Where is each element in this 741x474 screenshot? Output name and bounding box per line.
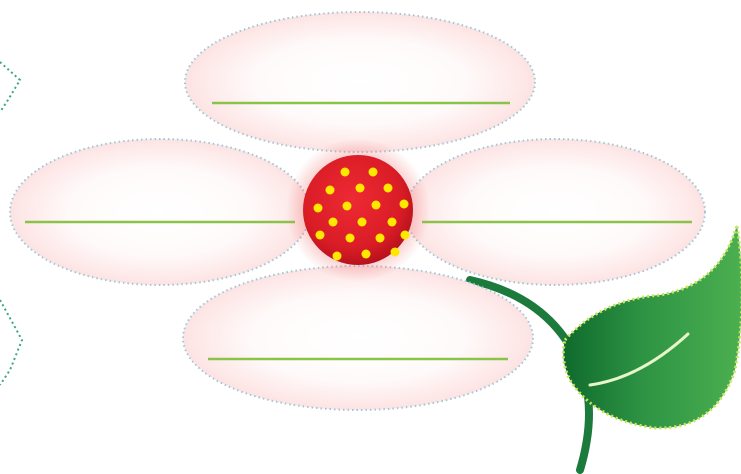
flower-center <box>286 138 430 282</box>
left-side-decoration-bottom <box>0 300 22 385</box>
petal-left[interactable] <box>10 139 310 285</box>
left-side-decoration-top <box>0 62 20 112</box>
petal-top[interactable] <box>185 12 535 152</box>
petal-right[interactable] <box>405 139 705 285</box>
petal-bottom[interactable] <box>183 266 533 410</box>
